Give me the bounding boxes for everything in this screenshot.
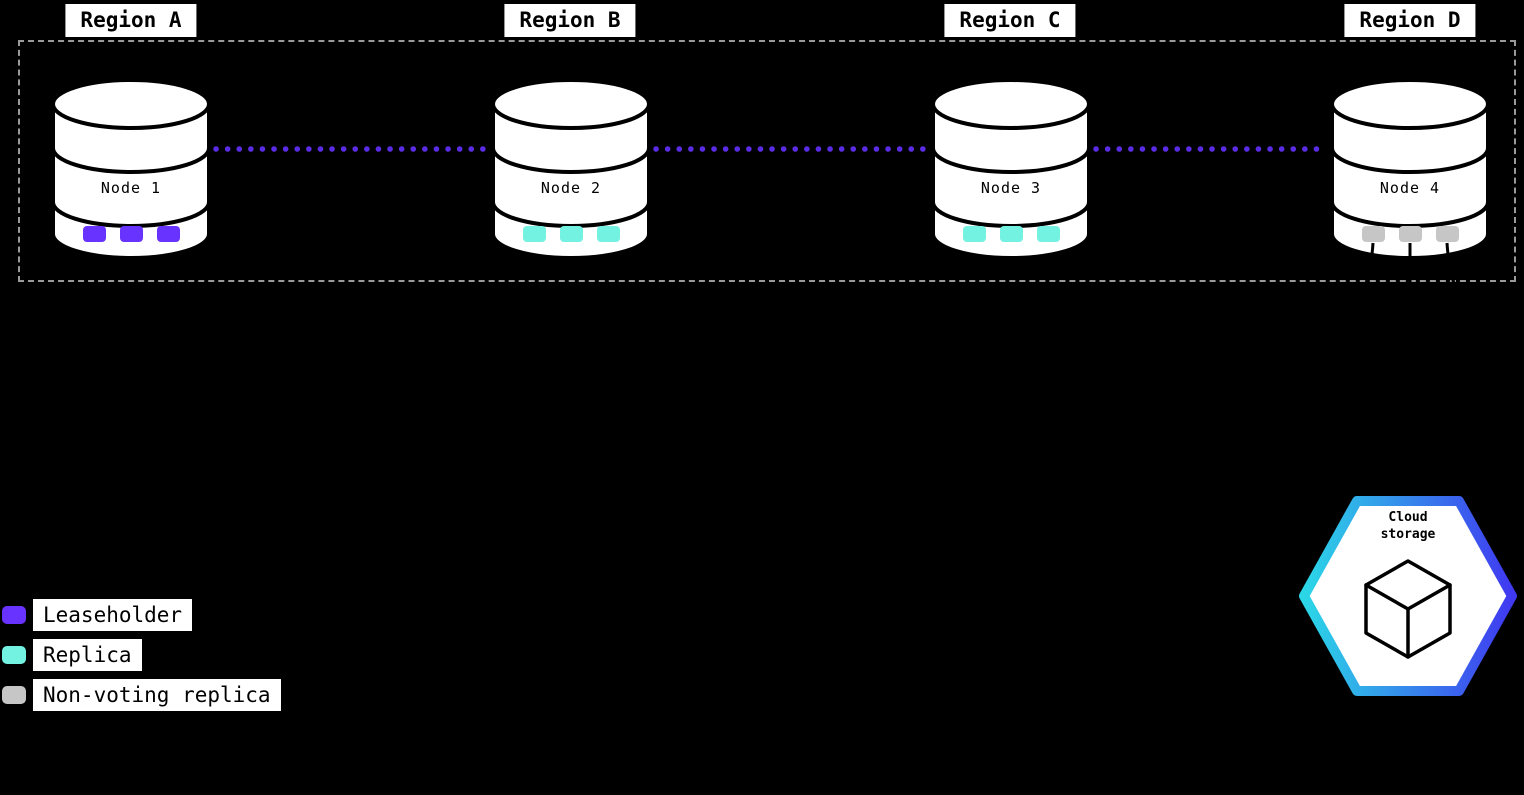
replica-chips	[49, 226, 213, 242]
replica-chip	[559, 226, 583, 242]
node-1: Node 1	[49, 78, 213, 262]
node-label: Node 4	[1379, 179, 1441, 197]
node-label: Node 1	[100, 179, 162, 197]
non-voting-replica-chip	[1361, 226, 1385, 242]
hexagon-outline	[1299, 496, 1517, 696]
node-label: Node 2	[540, 179, 602, 197]
database-cylinder-icon	[491, 78, 651, 260]
node-3: Node 3	[929, 78, 1093, 262]
region-label-b: Region B	[504, 4, 636, 37]
cloud-storage-label-line1: Cloud	[1388, 510, 1428, 525]
cloud-storage-hexagon-icon	[1299, 496, 1517, 696]
replica-chip	[1036, 226, 1060, 242]
non-voting-replica-chip	[1398, 226, 1422, 242]
legend-item-leaseholder: Leaseholder	[2, 599, 281, 631]
node-4: Node 4	[1328, 78, 1492, 262]
leaseholder-chip	[82, 226, 106, 242]
cloud-storage: Cloud storage	[1296, 490, 1520, 702]
non-voting-replica-swatch-icon	[2, 686, 26, 704]
leaseholder-swatch-icon	[2, 606, 26, 624]
legend-label: Replica	[33, 639, 142, 671]
leaseholder-chip	[156, 226, 180, 242]
cluster-boundary	[18, 40, 1516, 282]
replica-swatch-icon	[2, 646, 26, 664]
region-label-d: Region D	[1344, 4, 1476, 37]
legend-item-non-voting-replica: Non-voting replica	[2, 679, 281, 711]
leaseholder-chip	[119, 226, 143, 242]
legend-item-replica: Replica	[2, 639, 281, 671]
legend: Leaseholder Replica Non-voting replica	[2, 599, 281, 719]
cloud-storage-label-line2: storage	[1380, 527, 1436, 542]
replica-chips	[929, 226, 1093, 242]
legend-label: Non-voting replica	[33, 679, 281, 711]
replica-chip	[962, 226, 986, 242]
database-cylinder-icon	[1330, 78, 1490, 260]
non-voting-replica-chip	[1435, 226, 1459, 242]
node-label: Node 3	[980, 179, 1042, 197]
replica-chip	[596, 226, 620, 242]
legend-label: Leaseholder	[33, 599, 193, 631]
replica-chips	[489, 226, 653, 242]
region-label-a: Region A	[65, 4, 197, 37]
replica-chips	[1328, 226, 1492, 242]
replica-chip	[522, 226, 546, 242]
region-label-c: Region C	[944, 4, 1076, 37]
node-2: Node 2	[489, 78, 653, 262]
cube-icon	[1364, 559, 1452, 659]
replica-chip	[999, 226, 1023, 242]
cloud-storage-label: Cloud storage	[1296, 509, 1520, 543]
